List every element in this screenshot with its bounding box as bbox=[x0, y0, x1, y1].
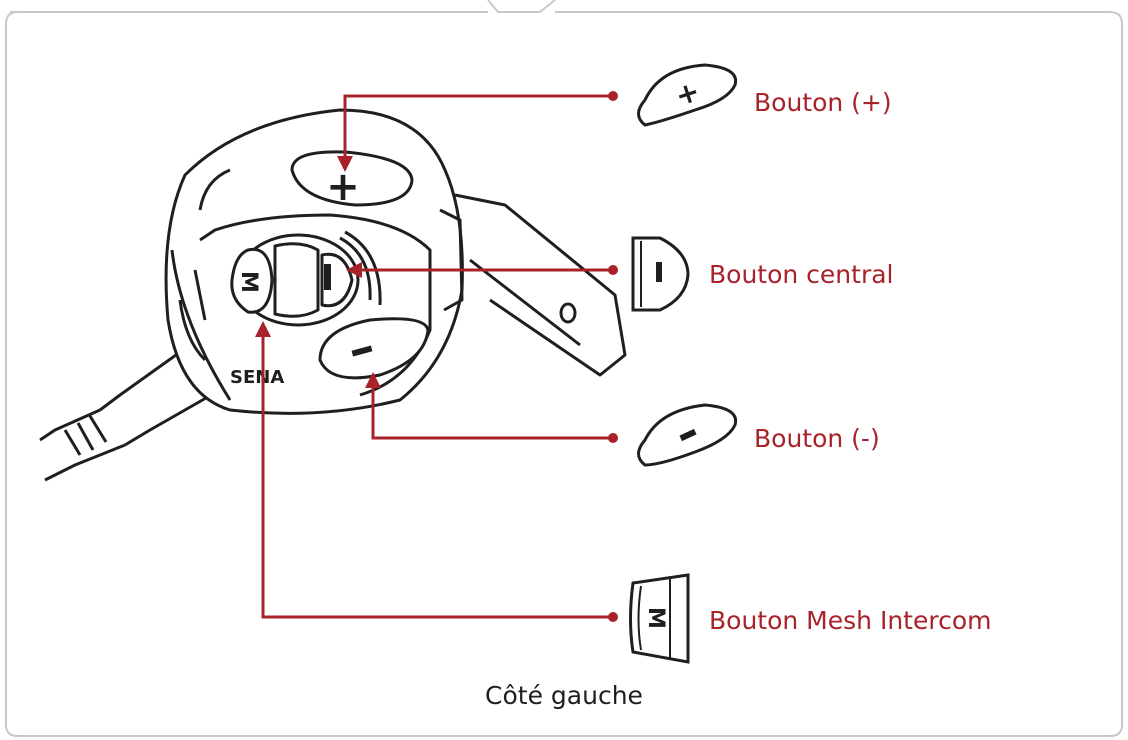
arrowhead-central bbox=[346, 262, 362, 278]
dot-plus bbox=[608, 91, 618, 101]
dot-mesh bbox=[608, 612, 618, 622]
label-plus-button: Bouton (+) bbox=[754, 88, 892, 117]
dot-central bbox=[608, 265, 618, 275]
device-glyphs: + M SENA bbox=[230, 164, 373, 388]
svg-text:M: M bbox=[643, 607, 668, 629]
label-minus-button: Bouton (-) bbox=[754, 424, 880, 453]
headset-body bbox=[164, 108, 464, 415]
device-plus-glyph: + bbox=[326, 164, 360, 210]
leader-plus bbox=[343, 94, 612, 158]
arrowhead-plus bbox=[337, 156, 353, 172]
leader-minus bbox=[371, 386, 612, 440]
brand-logo: SENA bbox=[230, 367, 284, 388]
caption: Côté gauche bbox=[485, 681, 643, 710]
central-button-icon bbox=[631, 236, 690, 312]
arrowhead-minus bbox=[365, 372, 381, 388]
label-mesh-button: Bouton Mesh Intercom bbox=[709, 606, 992, 635]
minus-button-icon bbox=[637, 403, 738, 467]
dot-minus bbox=[608, 433, 618, 443]
headset-arm bbox=[454, 193, 627, 377]
callout-lines bbox=[261, 94, 612, 619]
plus-button-icon: + bbox=[637, 63, 738, 127]
device-m-glyph: M bbox=[236, 271, 261, 293]
device-center-glyph bbox=[324, 264, 331, 290]
device-minus-glyph bbox=[351, 345, 373, 357]
leader-mesh bbox=[261, 335, 612, 619]
label-central-button: Bouton central bbox=[709, 260, 894, 289]
mesh-button-icon: M bbox=[629, 573, 690, 664]
cable bbox=[39, 343, 221, 482]
arrowhead-mesh bbox=[255, 321, 271, 337]
frame-border bbox=[5, 0, 1123, 737]
callout-arrowheads bbox=[255, 91, 618, 622]
